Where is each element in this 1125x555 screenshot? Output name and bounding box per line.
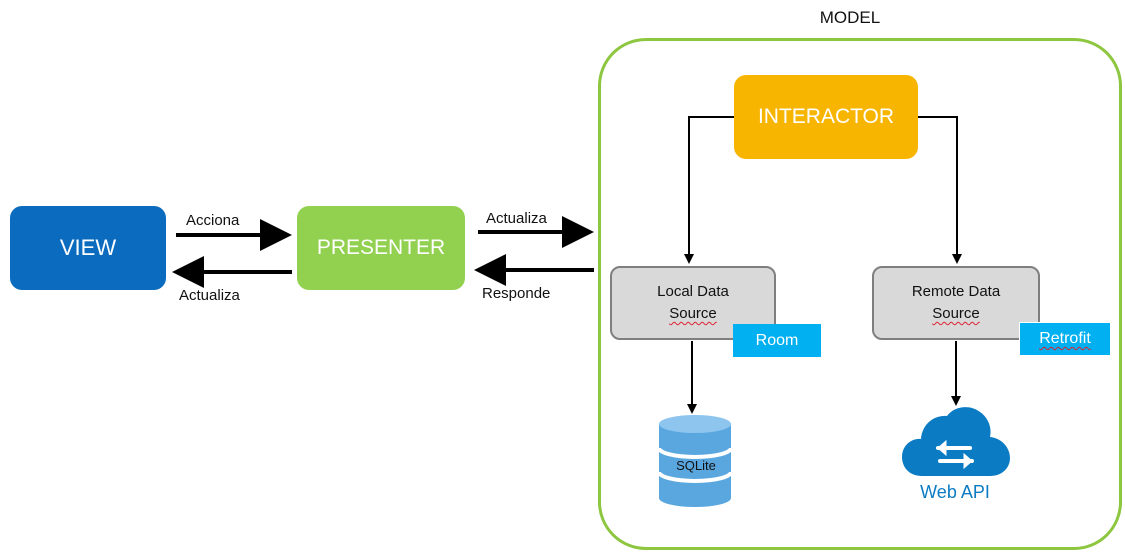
- tag-room: Room: [733, 324, 821, 357]
- local-data-line1: Local Data: [657, 283, 729, 300]
- node-view: VIEW: [10, 206, 166, 290]
- node-remote-data-source: Remote Data Source: [872, 266, 1040, 340]
- edge-label-acciona: Acciona: [186, 212, 240, 229]
- cloud-label: Web API: [920, 482, 990, 502]
- connector-interactor-local: [684, 116, 734, 264]
- edge-label-actualiza-view: Actualiza: [179, 287, 240, 304]
- local-data-line2: Source: [669, 305, 717, 322]
- model-container: [598, 38, 1122, 550]
- cloud-icon: [902, 407, 1010, 476]
- remote-data-line2: Source: [932, 305, 980, 322]
- remote-data-line1: Remote Data: [911, 283, 1001, 300]
- node-presenter: PRESENTER: [297, 206, 465, 290]
- tag-retrofit-label: Retrofit: [1039, 330, 1091, 347]
- database-label: SQLite: [676, 458, 716, 473]
- connector-interactor-remote: [918, 116, 962, 264]
- edge-label-responde: Responde: [482, 285, 551, 302]
- model-title: MODEL: [819, 8, 881, 27]
- edge-label-actualiza-model: Actualiza: [486, 210, 547, 227]
- database-icon: [657, 415, 733, 507]
- node-interactor: INTERACTOR: [734, 75, 918, 159]
- tag-retrofit: Retrofit: [1019, 322, 1111, 356]
